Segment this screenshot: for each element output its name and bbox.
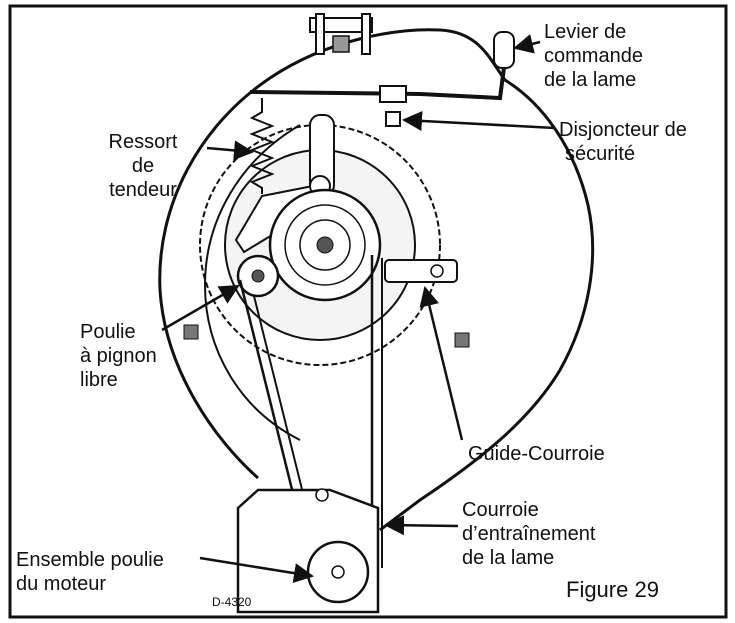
motor-mount-bolt (315, 488, 329, 502)
arrow-drive-belt (384, 515, 459, 536)
label-idler-pulley: Poulie à pignon libre (80, 321, 157, 391)
drive-pulley-ring (284, 204, 366, 286)
arrow-motor-pulley (199, 556, 314, 584)
label-motor-pulley: Ensemble poulie du moteur (16, 549, 164, 595)
drawing-number: D-4320 (212, 595, 252, 609)
label-tension-spring: Ressort de tendeur (108, 131, 178, 201)
arrow-belt-guide (419, 286, 464, 441)
top-bracket-post-right (361, 13, 371, 55)
arrow-blade-lever (513, 34, 541, 54)
lever-collar (379, 85, 407, 103)
motor-pulley-hub (331, 565, 345, 579)
belt-guide-bolt (430, 264, 444, 278)
blower-housing (158, 28, 595, 532)
top-bracket (309, 17, 373, 33)
label-safety-switch: Disjoncteur de sécurité (559, 119, 687, 165)
control-lever-knob (493, 31, 515, 69)
control-lever-rod (249, 59, 507, 101)
idler-pulley-hub (251, 269, 265, 283)
safety-switch-body (385, 111, 401, 127)
drive-pulley-hub (316, 236, 334, 254)
top-bracket-post-left (315, 13, 325, 55)
figure-caption: Figure 29 (566, 577, 659, 602)
page-frame (8, 4, 728, 619)
housing-bolt-right (454, 332, 470, 348)
top-bracket-nut (332, 35, 350, 53)
label-blade-lever: Levier de commande de la lame (544, 21, 643, 91)
label-drive-belt: Courroie d’entraînement de la lame (462, 499, 596, 569)
drive-pulley-ring-inner (299, 219, 351, 271)
arrow-tension-spring (206, 140, 254, 161)
arrow-idler-pulley (161, 284, 240, 332)
belt-guide-part (384, 259, 458, 283)
arrow-safety-switch (402, 110, 556, 131)
housing-bolt-left (183, 324, 199, 340)
label-belt-guide: Guide-Courroie (468, 443, 605, 465)
impeller-ring (199, 124, 441, 366)
housing-inner-arc (203, 124, 301, 441)
